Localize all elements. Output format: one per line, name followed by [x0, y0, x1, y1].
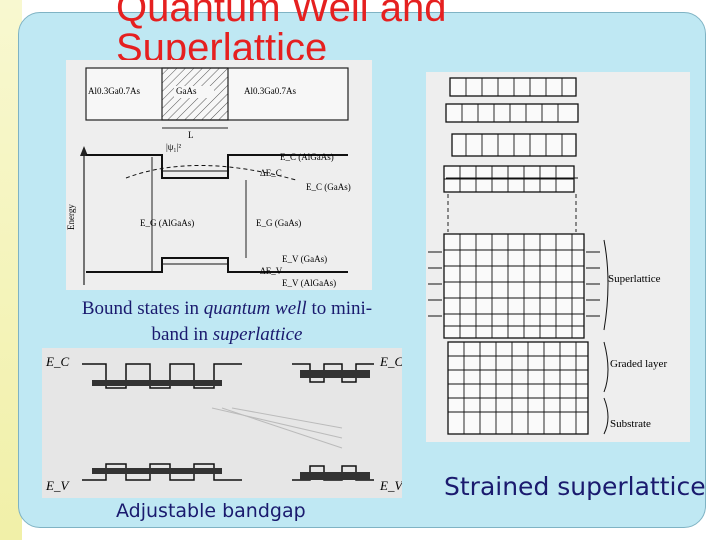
eg-algaas-label: E_G (AlGaAs): [140, 218, 194, 228]
faint-background-lines: [211, 407, 343, 449]
caption-quantum-well: quantum well: [203, 298, 307, 319]
miniband-valence-left: [92, 468, 222, 474]
conduction-band-edge: [86, 154, 348, 179]
caption-text-prefix: Bound states in: [81, 298, 204, 319]
slide-title: Quantum Well and Superlattice: [116, 0, 447, 70]
graded-substrate-block: [447, 341, 589, 435]
bound-states-caption: Bound states in quantum well to mini-ban…: [66, 296, 388, 348]
lattice-grid-top: [444, 78, 578, 192]
graded-brace: [603, 341, 609, 393]
ev-left-label: E_V: [45, 478, 70, 493]
miniband-valence-right: [300, 472, 370, 480]
layer-left-label: Al0.3Ga0.7As: [88, 86, 140, 96]
superlattice-brace: [603, 239, 609, 331]
slide-left-strip: [0, 0, 22, 540]
layer-right-label: Al0.3Ga0.7As: [244, 86, 296, 96]
caption-superlattice: superlattice: [212, 324, 303, 345]
strained-superlattice-figure: Superlattice Graded layer Substrate: [426, 72, 690, 442]
valence-band-left: [82, 463, 242, 481]
eg-gaas-label: E_G (GaAs): [256, 218, 301, 228]
ec-gaas-label: E_C (GaAs): [306, 182, 351, 192]
miniband-conduction-left: [92, 380, 222, 386]
superlattice-label: Superlattice: [608, 273, 661, 285]
separation-dashes: [447, 194, 577, 232]
ev-gaas-label: E_V (GaAs): [282, 254, 327, 264]
strain-arrows: [428, 251, 600, 317]
energy-axis-label: Energy: [66, 204, 76, 230]
ev-right-label: E_V: [379, 478, 402, 493]
bandgap-figure: E_C E_C E_V E_V: [42, 348, 404, 498]
conduction-band-left: [82, 363, 242, 389]
caption-text-mid: to mini-band in: [151, 298, 373, 345]
delta-ev-label: ΔE_V: [260, 266, 283, 276]
bandgap-caption: Adjustable bandgap: [116, 500, 306, 522]
ec-left-label: E_C: [45, 354, 69, 369]
ev-algaas-label: E_V (AlGaAs): [282, 278, 336, 288]
substrate-brace: [603, 397, 609, 435]
superlattice-block: [443, 233, 585, 339]
strained-superlattice-svg: Superlattice Graded layer Substrate: [426, 72, 690, 442]
miniband-conduction-right: [300, 370, 370, 378]
quantum-well-svg: Al0.3Ga0.7As GaAs Al0.3Ga0.7As L Energy …: [66, 60, 372, 290]
strained-caption: Strained superlattice: [444, 472, 706, 501]
ec-right-label: E_C: [379, 354, 402, 369]
delta-ec-label: ΔE_C: [260, 168, 282, 178]
superlattice-grid: [444, 234, 584, 338]
ec-algaas-label: E_C (AlGaAs): [280, 152, 334, 162]
graded-grid: [448, 342, 588, 434]
lattice-layers: [443, 77, 579, 193]
graded-layer-label: Graded layer: [610, 358, 667, 370]
layer-center-label: GaAs: [176, 86, 197, 96]
bandgap-svg: E_C E_C E_V E_V: [42, 348, 404, 498]
wavefunction-curve: [125, 165, 297, 181]
energy-axis-arrow: [80, 146, 88, 156]
valence-band-edge: [86, 257, 348, 273]
well-width-label: L: [188, 130, 194, 140]
wavefunction-label: |ψ₁|²: [166, 142, 181, 152]
quantum-well-figure: Al0.3Ga0.7As GaAs Al0.3Ga0.7As L Energy …: [66, 60, 372, 290]
substrate-label: Substrate: [610, 418, 651, 430]
